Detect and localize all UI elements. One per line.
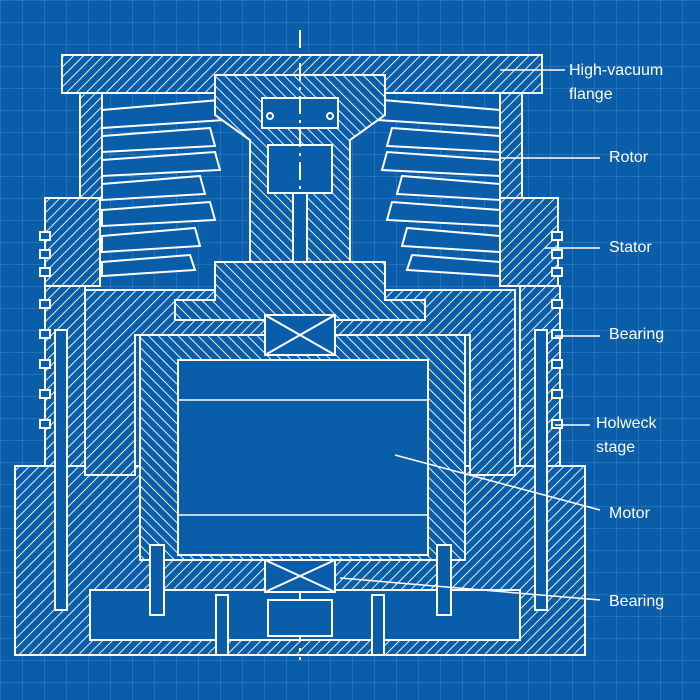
base-bolts <box>54 329 548 656</box>
label-holweck-stage: Holweck stage <box>596 415 657 456</box>
bottom-bearing-symbol <box>264 559 336 637</box>
housing-fins <box>39 231 563 429</box>
label-high-vacuum-flange: High-vacuum flange <box>569 62 664 103</box>
top-bearing-symbol <box>264 314 336 356</box>
label-rotor: Rotor <box>609 149 649 166</box>
label-motor: Motor <box>609 505 650 522</box>
blade-stack-left <box>101 98 227 278</box>
leader-lines <box>339 69 601 601</box>
motor-housing <box>139 334 466 561</box>
label-stator: Stator <box>609 239 652 256</box>
label-bearing-top: Bearing <box>609 326 665 343</box>
blade-stack-right <box>375 98 501 278</box>
label-bearing-bottom: Bearing <box>609 593 665 610</box>
